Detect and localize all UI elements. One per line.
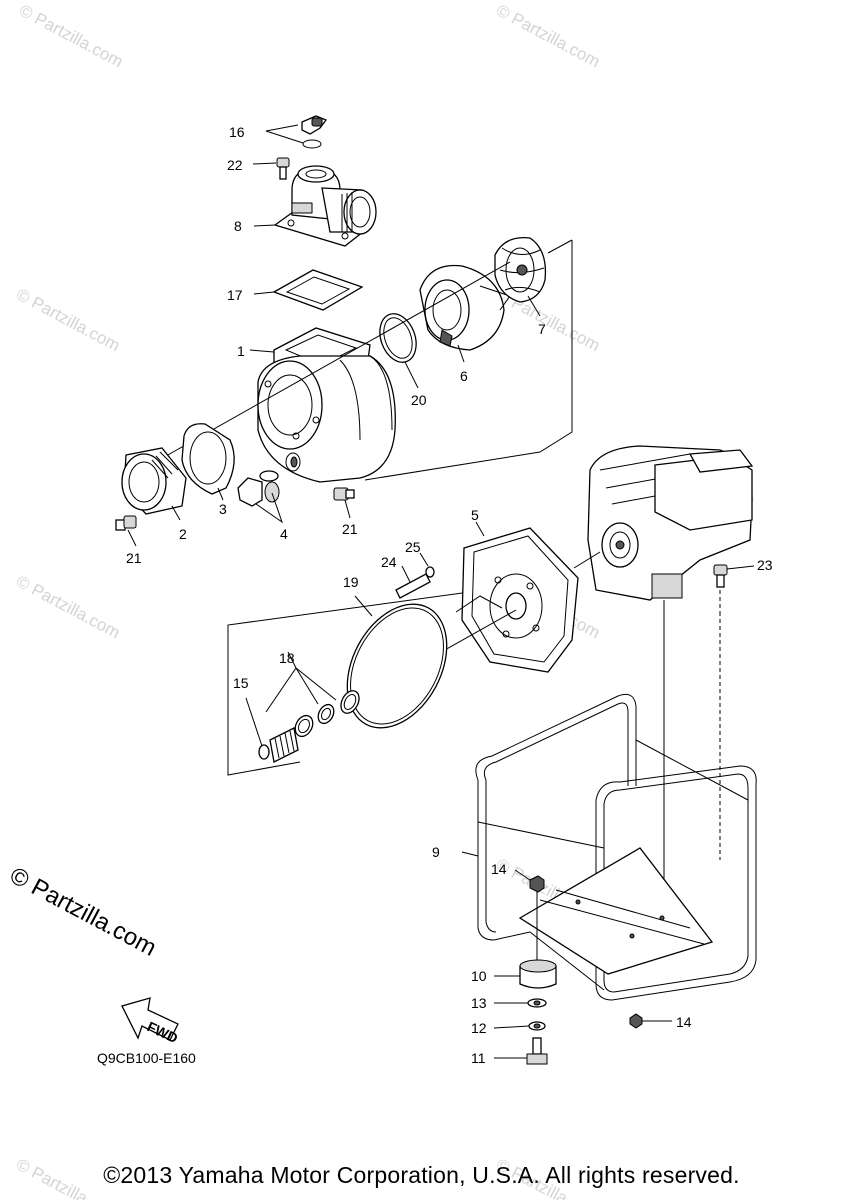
diagram-code: Q9CB100-E160 (97, 1050, 196, 1066)
part-1-pump-casing (249, 327, 396, 483)
callout-7: 7 (538, 321, 546, 337)
callout-25: 25 (405, 539, 421, 555)
part-25-washer (419, 552, 435, 578)
part-2-suction-cover (121, 447, 187, 521)
part-18-mechanical-seal (265, 651, 360, 738)
part-11-bolt (494, 1037, 548, 1065)
callout-22: 22 (227, 157, 243, 173)
callout-10: 10 (471, 968, 487, 984)
callout-19: 19 (343, 574, 359, 590)
part-4-drain-plug (237, 452, 301, 524)
callout-3: 3 (219, 501, 227, 517)
watermark-text: © Partzilla.com (493, 1, 603, 72)
part-21-bolt (333, 487, 355, 519)
part-24-stud (395, 565, 431, 599)
part-21-bolt (115, 515, 137, 547)
part-15-spring (245, 697, 299, 763)
callout-20: 20 (411, 392, 427, 408)
callout-23: 23 (757, 557, 773, 573)
part-16-filler-cap (265, 115, 328, 149)
part-20-o-ring (379, 313, 419, 389)
callout-18: 18 (279, 650, 295, 666)
part-6-volute (419, 264, 511, 363)
callout-4: 4 (280, 526, 288, 542)
callout-21: 21 (342, 521, 358, 537)
callout-6: 6 (460, 368, 468, 384)
copyright-notice: ©2013 Yamaha Motor Corporation, U.S.A. A… (103, 1162, 740, 1188)
fwd-arrow-icon: FWD (121, 997, 180, 1046)
engine-block (573, 445, 754, 601)
part-19-o-ring (346, 595, 448, 729)
watermark-text: © Partzilla.com (16, 1, 126, 72)
callout-11: 11 (471, 1050, 486, 1066)
watermark-text: © Partzilla.com (13, 285, 123, 356)
part-13-washer (494, 998, 547, 1008)
callout-14: 14 (491, 861, 507, 877)
part-10-rubber-mount (494, 959, 557, 989)
pump-group-frame (227, 239, 573, 776)
callout-14: 14 (676, 1014, 692, 1030)
callout-24: 24 (381, 554, 397, 570)
callout-8: 8 (234, 218, 242, 234)
callout-12: 12 (471, 1020, 487, 1036)
callout-17: 17 (227, 287, 243, 303)
part-7-impeller (494, 236, 547, 317)
part-9-frame (461, 693, 757, 1001)
part-12-washer (493, 1021, 546, 1031)
watermark-text: © Partzilla.com (13, 572, 123, 643)
callout-labels: 16 22 8 17 1 20 6 7 2 3 4 21 21 5 25 24 … (126, 124, 773, 1066)
callout-5: 5 (471, 507, 479, 523)
part-22-bolt (252, 157, 290, 180)
callout-21: 21 (126, 550, 142, 566)
part-8-outlet-elbow (253, 165, 377, 247)
callout-13: 13 (471, 995, 487, 1011)
callout-16: 16 (229, 124, 245, 140)
callout-1: 1 (237, 343, 245, 359)
part-17-gasket (253, 269, 364, 311)
callout-9: 9 (432, 844, 440, 860)
part-23-bolt (713, 564, 755, 612)
callout-15: 15 (233, 675, 249, 691)
part-14-nut (514, 869, 545, 960)
part-14-nut (629, 1013, 672, 1029)
part-3-front-gasket (181, 423, 235, 501)
callout-2: 2 (179, 526, 187, 542)
leader-line (455, 595, 503, 613)
